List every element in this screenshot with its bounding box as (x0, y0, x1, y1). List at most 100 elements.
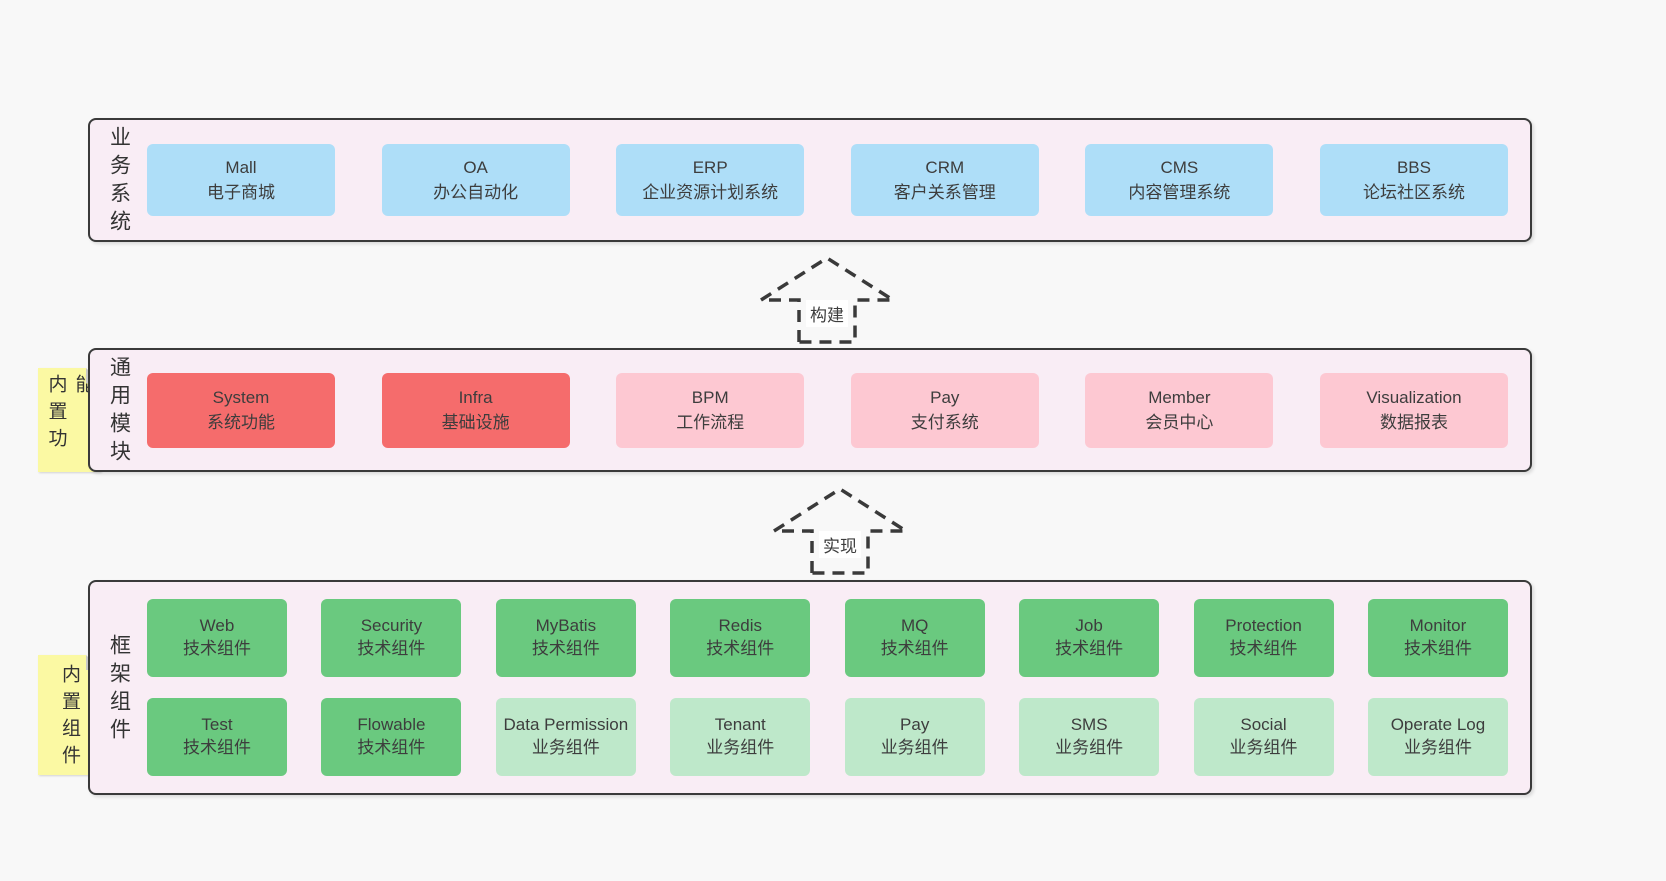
module-name: MQ (900, 616, 929, 636)
layer-business-systems: 业务系统 Mall 电子商城 OA 办公自动化 ERP 企业资源计划系统 CRM 客户关系管理… (88, 118, 1532, 242)
module-desc: 电子商城 (207, 183, 275, 202)
module-box-redis: Redis 技术组件 (670, 599, 811, 677)
module-desc: 基础设施 (441, 413, 510, 432)
module-box-oa: OA 办公自动化 (381, 144, 570, 216)
module-desc: 技术组件 (183, 738, 251, 757)
layer-title: 业务系统 (107, 126, 131, 238)
module-name: Protection (1225, 616, 1302, 636)
module-desc: 业务组件 (1055, 738, 1124, 757)
module-box-mq: MQ 技术组件 (844, 599, 985, 677)
module-name: Job (1075, 616, 1103, 636)
module-desc: 业务组件 (880, 738, 949, 757)
module-desc: 技术组件 (1403, 639, 1472, 658)
module-box-web: Web 技术组件 (147, 599, 287, 677)
module-box-monitor: Monitor 技术组件 (1367, 599, 1508, 677)
module-rows: Mall 电子商城 OA 办公自动化 ERP 企业资源计划系统 CRM 客户关系管理 CMS 内容… (147, 120, 1530, 240)
sticky-note-label: 内置组件 (59, 664, 80, 772)
module-box-security: Security 技术组件 (321, 599, 462, 677)
module-desc: 技术组件 (357, 738, 426, 757)
module-box-operate-log: Operate Log 业务组件 (1367, 698, 1508, 776)
module-name: Data Permission (503, 715, 629, 735)
module-box-bpm: BPM 工作流程 (616, 372, 805, 448)
module-name: Pay (900, 715, 930, 735)
module-name: Redis (718, 616, 762, 636)
module-name: System (212, 387, 270, 407)
module-name: Mall (225, 157, 257, 177)
module-box-job: Job 技术组件 (1019, 599, 1160, 677)
module-name: OA (463, 157, 488, 177)
module-box-mall: Mall 电子商城 (147, 144, 335, 216)
module-desc: 数据报表 (1379, 413, 1448, 432)
module-desc: 支付系统 (910, 413, 979, 432)
module-name: MyBatis (535, 616, 597, 636)
arrow-label: 实现 (819, 531, 861, 558)
module-name: Pay (930, 387, 960, 407)
module-name: SMS (1070, 715, 1108, 735)
module-name: ERP (692, 157, 728, 177)
module-desc: 业务组件 (1229, 738, 1298, 757)
arrow-build: 构建 (754, 255, 900, 344)
module-desc: 业务组件 (1403, 738, 1472, 757)
module-name: Security (360, 616, 423, 636)
module-box-social: Social 业务组件 (1193, 698, 1334, 776)
module-desc: 技术组件 (880, 639, 949, 658)
dashed-up-arrow-icon (767, 486, 913, 575)
module-name: BBS (1396, 157, 1431, 177)
module-desc: 技术组件 (1055, 639, 1124, 658)
module-name: CMS (1160, 157, 1199, 177)
module-desc: 技术组件 (1229, 639, 1298, 658)
module-desc: 技术组件 (531, 639, 600, 658)
module-desc: 业务组件 (706, 738, 775, 757)
module-desc: 内容管理系统 (1128, 183, 1231, 202)
module-desc: 技术组件 (183, 639, 251, 658)
module-name: Monitor (1409, 616, 1467, 636)
module-name: CRM (925, 157, 965, 177)
module-box-system: System 系统功能 (147, 372, 335, 448)
module-desc: 工作流程 (676, 413, 745, 432)
module-desc: 系统功能 (207, 413, 275, 432)
module-desc: 企业资源计划系统 (642, 183, 779, 202)
module-box-tenant: Tenant 业务组件 (670, 698, 811, 776)
arrow-label: 构建 (806, 300, 848, 327)
module-box-pay: Pay 业务组件 (844, 698, 985, 776)
module-box-sms: SMS 业务组件 (1019, 698, 1160, 776)
module-desc: 客户关系管理 (893, 183, 996, 202)
module-name: Flowable (357, 715, 426, 735)
module-desc: 业务组件 (531, 738, 600, 757)
module-desc: 技术组件 (357, 639, 426, 658)
module-desc: 办公自动化 (433, 183, 519, 202)
module-name: Operate Log (1390, 715, 1486, 735)
module-box-erp: ERP 企业资源计划系统 (616, 144, 805, 216)
module-box-protection: Protection 技术组件 (1193, 599, 1334, 677)
module-box-flowable: Flowable 技术组件 (321, 698, 462, 776)
module-name: Member (1148, 387, 1211, 407)
module-box-pay: Pay 支付系统 (850, 372, 1039, 448)
module-desc: 论坛社区系统 (1362, 183, 1465, 202)
module-name: Web (199, 616, 235, 636)
arrow-implement: 实现 (767, 486, 913, 575)
layer-title: 通用模块 (107, 356, 131, 468)
module-box-cms: CMS 内容管理系统 (1085, 144, 1274, 216)
module-name: Tenant (714, 715, 766, 735)
module-desc: 技术组件 (706, 639, 775, 658)
module-box-crm: CRM 客户关系管理 (850, 144, 1039, 216)
module-name: Social (1240, 715, 1287, 735)
dashed-up-arrow-icon (754, 255, 900, 344)
module-box-data-permission: Data Permission 业务组件 (495, 698, 636, 776)
module-name: BPM (691, 387, 729, 407)
module-row: Mall 电子商城 OA 办公自动化 ERP 企业资源计划系统 CRM 客户关系管理 CMS 内容… (147, 144, 1508, 216)
module-box-member: Member 会员中心 (1085, 372, 1274, 448)
module-desc: 会员中心 (1145, 413, 1214, 432)
module-box-bbs: BBS 论坛社区系统 (1319, 144, 1508, 216)
module-name: Visualization (1366, 387, 1462, 407)
